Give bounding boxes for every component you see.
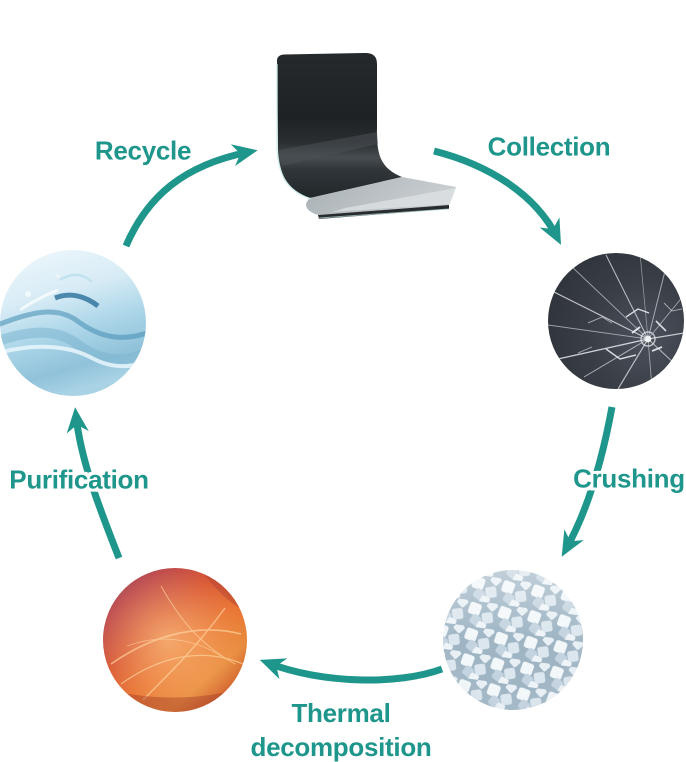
crushing-arrow: [561, 406, 616, 557]
collection-arrow: [433, 147, 562, 245]
crushing-label: Crushing: [573, 463, 685, 494]
purification-label: Purification: [9, 464, 149, 495]
recycle-arrow: [122, 144, 258, 248]
shattered-glass-photo: [548, 253, 684, 389]
thermal-decomposition-label: Thermal decomposition: [250, 698, 432, 762]
recycle-label: Recycle: [94, 135, 192, 166]
thermal-arrow: [259, 658, 444, 684]
thermal-flame-photo: [103, 568, 247, 712]
purified-water-photo: [0, 250, 146, 396]
crushed-white-pellets-photo: [443, 570, 583, 710]
collection-label: Collection: [487, 131, 611, 162]
sheet-illustration: [276, 52, 456, 219]
purification-arrow: [66, 407, 123, 560]
